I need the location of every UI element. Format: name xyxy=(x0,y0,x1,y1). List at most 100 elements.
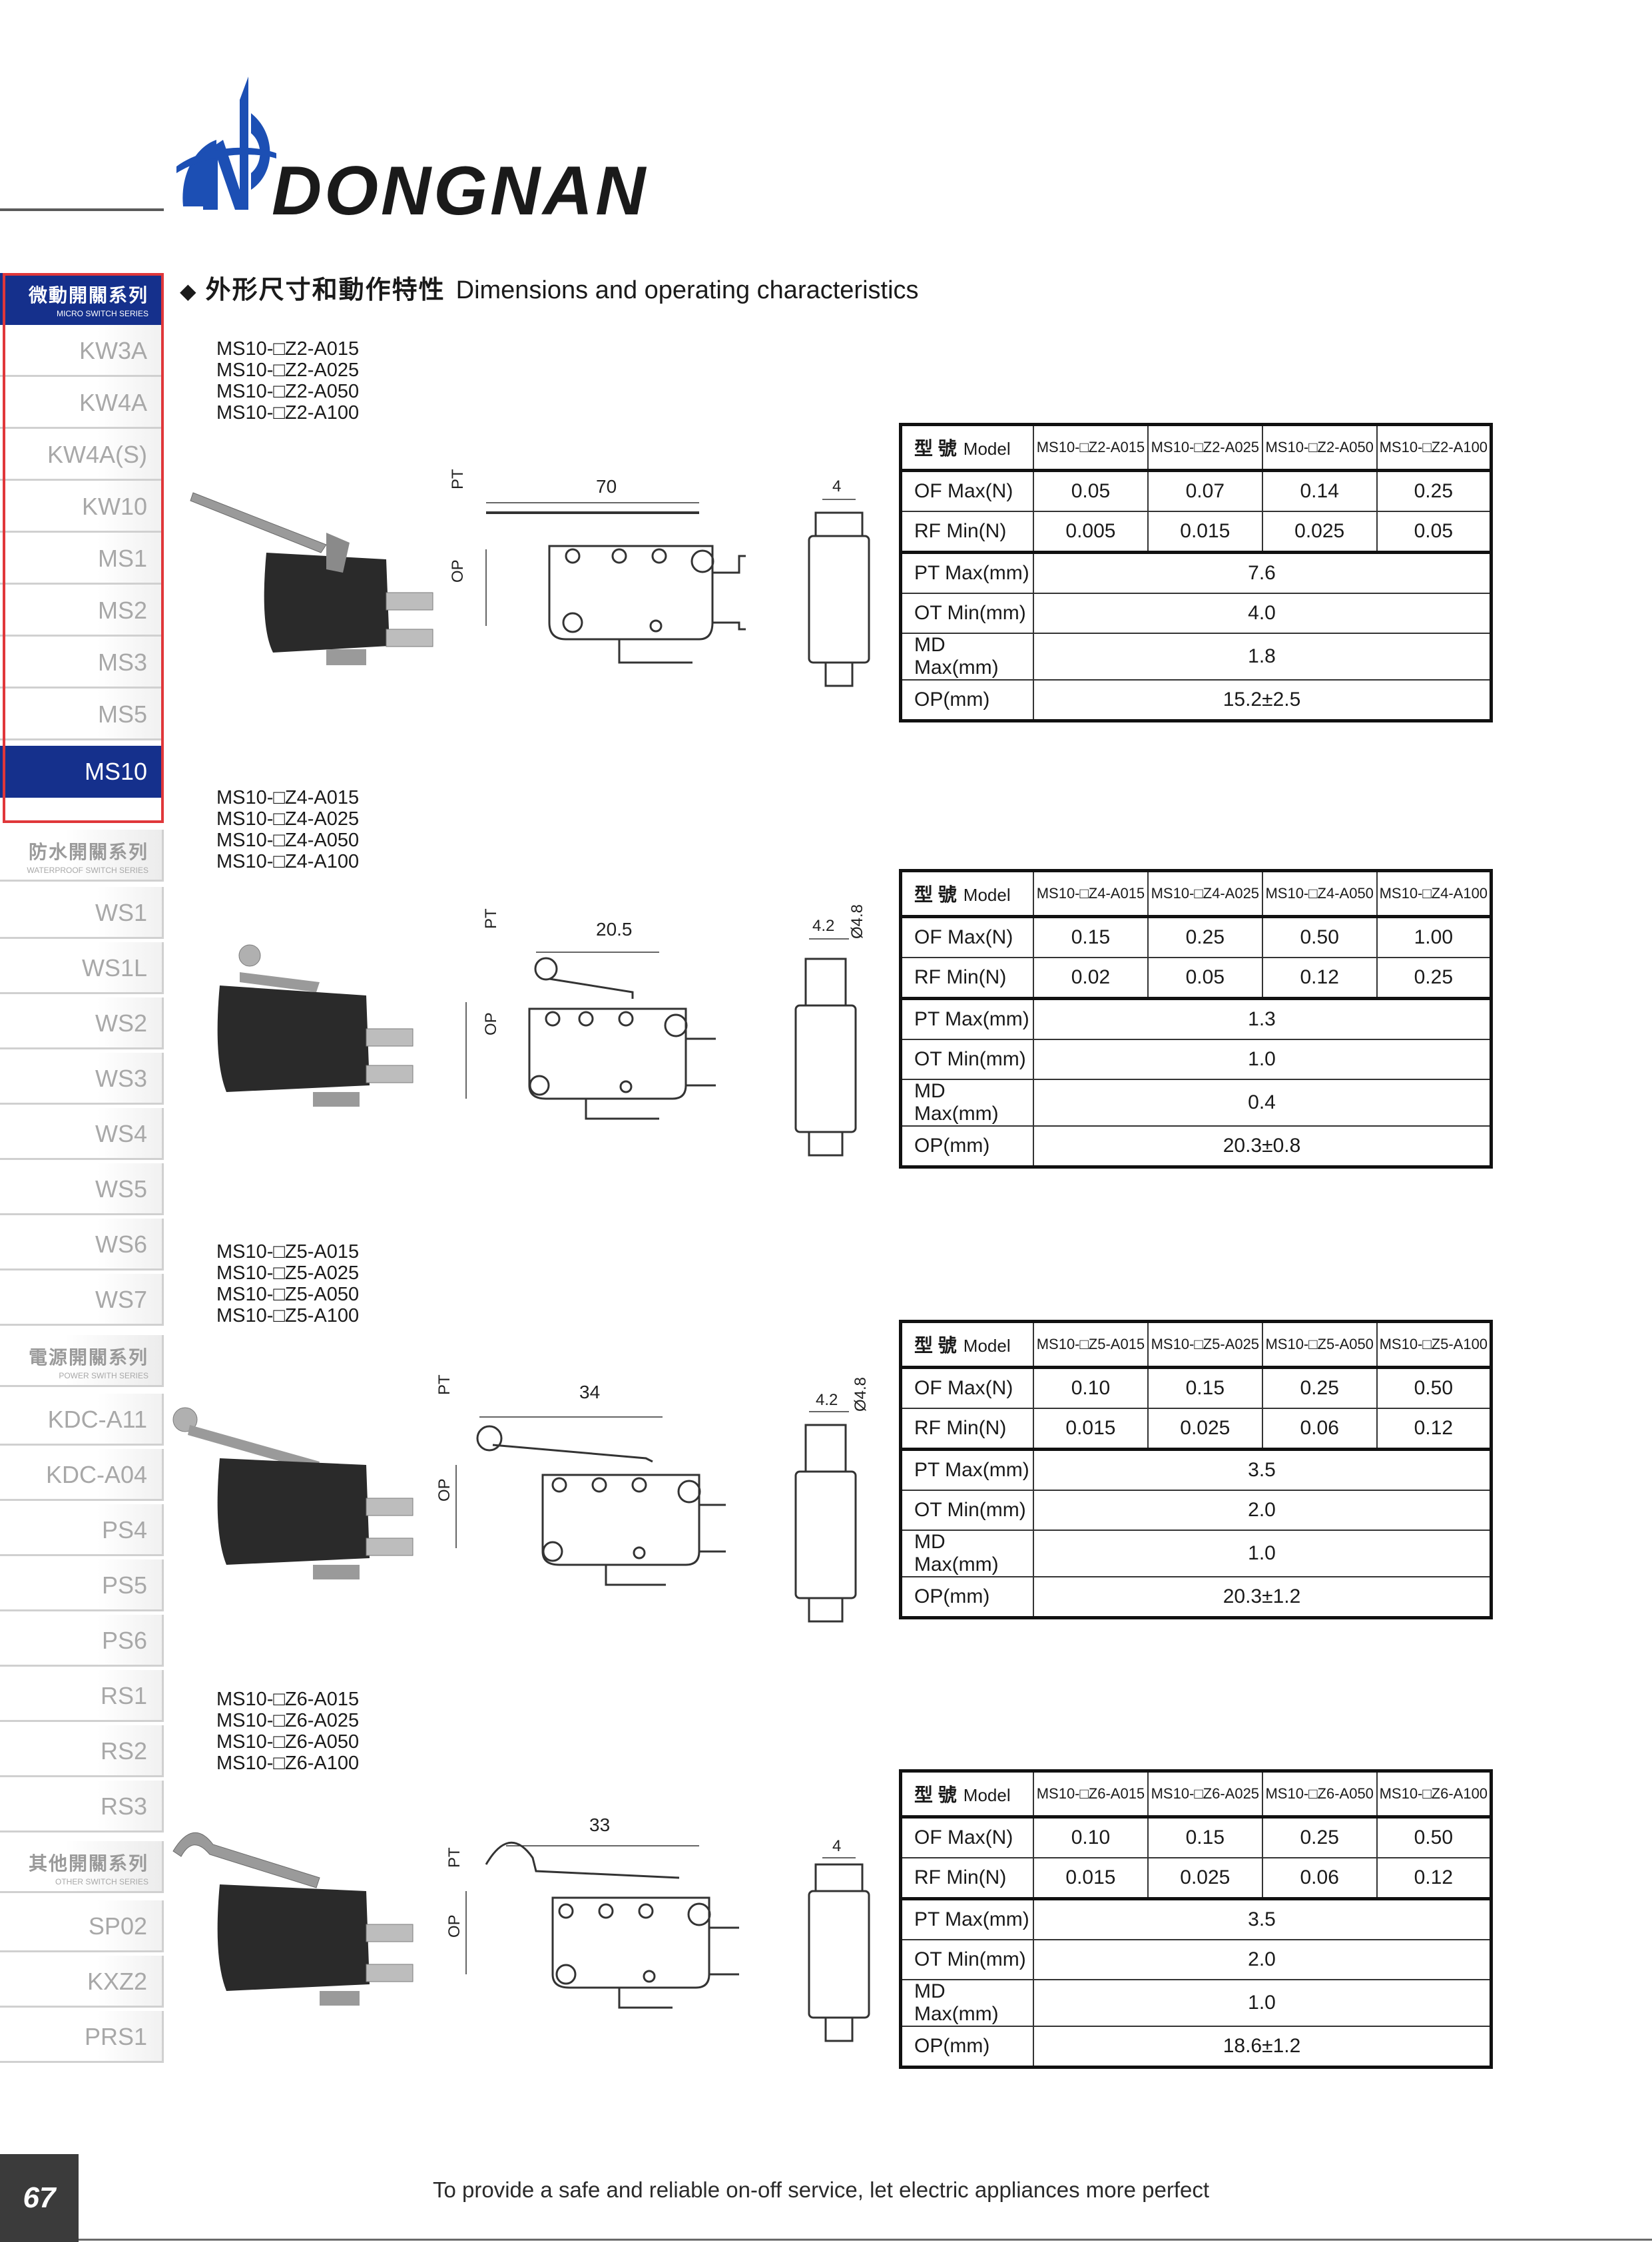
pt-value: 1.3 xyxy=(1033,997,1492,1040)
model-list: MS10-□Z2-A015 MS10-□Z2-A025 MS10-□Z2-A05… xyxy=(216,338,359,423)
dongnan-logo-icon xyxy=(176,77,276,210)
sidebar-item-sp02[interactable]: SP02 xyxy=(0,1900,164,1952)
dim-length-label: 34 xyxy=(579,1382,600,1402)
sidebar-heading-waterproof-cn: 防水開關系列 xyxy=(28,842,148,862)
op-value: 15.2±2.5 xyxy=(1033,679,1492,722)
sidebar-item-rs1[interactable]: RS1 xyxy=(0,1670,164,1722)
product-photo-short-roller xyxy=(217,944,413,1107)
switch-drawing-roller-lever: 34 PT OP 4.2 Ø4.8 xyxy=(172,1374,870,1623)
row-label-of: OF Max(N) xyxy=(900,1366,1034,1409)
sidebar-item-ms2[interactable]: MS2 xyxy=(0,585,164,637)
dim-op-label: OP xyxy=(435,1478,453,1502)
sidebar-item-ps6[interactable]: PS6 xyxy=(0,1615,164,1667)
sidebar-item-ms3[interactable]: MS3 xyxy=(0,637,164,689)
sidebar-item-ws4[interactable]: WS4 xyxy=(0,1108,164,1160)
dim-pt-label: PT xyxy=(435,1374,453,1395)
sidebar-item-kdc-a11[interactable]: KDC-A11 xyxy=(0,1394,164,1446)
pt-value: 7.6 xyxy=(1033,551,1492,594)
sidebar-heading-micro: 微動開關系列 MICRO SWITCH SERIES xyxy=(0,273,164,325)
model-code: MS10-□Z6-A025 xyxy=(216,1710,360,1731)
model-list: MS10-□Z4-A015 MS10-□Z4-A025 MS10-□Z4-A05… xyxy=(216,787,359,872)
sidebar-item-kxz2[interactable]: KXZ2 xyxy=(0,1956,164,2008)
sidebar-item-ws6[interactable]: WS6 xyxy=(0,1219,164,1270)
ot-value: 1.0 xyxy=(1033,1039,1492,1080)
of-value: 0.15 xyxy=(1147,1366,1263,1409)
model-cell: MS10-□Z6-A015 xyxy=(1033,1770,1149,1818)
sidebar-item-ps4[interactable]: PS4 xyxy=(0,1504,164,1556)
sidebar-item-rs3[interactable]: RS3 xyxy=(0,1781,164,1832)
sidebar-item-rs2[interactable]: RS2 xyxy=(0,1725,164,1777)
sidebar-heading-other: 其他開關系列 OTHER SWITCH SERIES xyxy=(0,1841,164,1893)
of-value: 0.15 xyxy=(1033,915,1149,958)
switch-drawing-long-lever: 70 PT OP 4 xyxy=(190,469,870,687)
op-value: 18.6±1.2 xyxy=(1033,2026,1492,2068)
sidebar-item-ws1[interactable]: WS1 xyxy=(0,887,164,939)
front-view-drawing xyxy=(808,1857,870,2042)
row-label-md: MD Max(mm) xyxy=(900,633,1034,681)
model-code: MS10-□Z5-A100 xyxy=(216,1305,360,1326)
dim-diameter-label: Ø4.8 xyxy=(848,904,866,939)
model-list: MS10-□Z5-A015 MS10-□Z5-A025 MS10-□Z5-A05… xyxy=(216,1241,359,1326)
rf-value: 0.02 xyxy=(1033,957,1149,999)
sidebar-item-ws1l[interactable]: WS1L xyxy=(0,942,164,994)
pt-value: 3.5 xyxy=(1033,1897,1492,1940)
model-code: MS10-□Z5-A025 xyxy=(216,1262,360,1284)
sidebar-item-ms10[interactable]: MS10 xyxy=(0,746,164,798)
rf-value: 0.005 xyxy=(1033,511,1149,553)
product-photo-long-lever xyxy=(190,492,433,665)
model-cell: MS10-□Z4-A050 xyxy=(1261,870,1378,918)
row-label-of: OF Max(N) xyxy=(900,1815,1034,1858)
sidebar-item-ps5[interactable]: PS5 xyxy=(0,1559,164,1611)
row-label-ot: OT Min(mm) xyxy=(900,1039,1034,1080)
sidebar-item-kw3a[interactable]: KW3A xyxy=(0,325,164,377)
sidebar-item-prs1[interactable]: PRS1 xyxy=(0,2011,164,2063)
model-cell: MS10-□Z4-A100 xyxy=(1376,870,1492,918)
sidebar-item-kdc-a04[interactable]: KDC-A04 xyxy=(0,1449,164,1501)
model-cell: MS10-□Z2-A025 xyxy=(1147,423,1263,471)
dim-width-label: 4.2 xyxy=(816,1391,838,1409)
sidebar-item-ws7[interactable]: WS7 xyxy=(0,1274,164,1326)
front-view-drawing xyxy=(794,938,857,1157)
of-value: 0.25 xyxy=(1376,469,1492,512)
row-label-md: MD Max(mm) xyxy=(900,1530,1034,1577)
of-value: 0.10 xyxy=(1033,1366,1149,1409)
ot-value: 2.0 xyxy=(1033,1939,1492,1980)
sidebar-item-ws5[interactable]: WS5 xyxy=(0,1163,164,1215)
sidebar-heading-waterproof-en: WATERPROOF SWITCH SERIES xyxy=(27,866,148,875)
sidebar-item-ms5[interactable]: MS5 xyxy=(0,689,164,740)
brand-name: DONGNAN xyxy=(272,152,649,230)
row-label-rf: RF Min(N) xyxy=(900,1857,1034,1900)
row-label-ot: OT Min(mm) xyxy=(900,593,1034,634)
row-label-op: OP(mm) xyxy=(900,1125,1034,1168)
section-title-cn: 外形尺寸和動作特性 xyxy=(205,276,445,304)
op-value: 20.3±0.8 xyxy=(1033,1125,1492,1168)
rf-value: 0.06 xyxy=(1261,1857,1378,1900)
rf-value: 0.025 xyxy=(1147,1857,1263,1900)
row-label-of: OF Max(N) xyxy=(900,469,1034,512)
sidebar-heading-power: 電源開關系列 POWER SWITH SERIES xyxy=(0,1335,164,1387)
dim-width-label: 4 xyxy=(832,1837,841,1855)
sidebar-item-kw10[interactable]: KW10 xyxy=(0,481,164,533)
rf-value: 0.025 xyxy=(1261,511,1378,553)
sidebar-item-kw4a-s[interactable]: KW4A(S) xyxy=(0,429,164,481)
side-view-drawing xyxy=(465,952,716,1120)
model-cell: MS10-□Z5-A050 xyxy=(1261,1320,1378,1368)
model-code: MS10-□Z4-A015 xyxy=(216,787,360,808)
dim-pt-label: PT xyxy=(482,908,500,929)
row-label-pt: PT Max(mm) xyxy=(900,1448,1034,1491)
sidebar-heading-micro-en: MICRO SWITCH SERIES xyxy=(56,309,148,318)
sidebar-item-kw4a[interactable]: KW4A xyxy=(0,377,164,429)
dim-width-label: 4.2 xyxy=(812,917,834,935)
model-code: MS10-□Z6-A015 xyxy=(216,1689,360,1710)
model-list: MS10-□Z6-A015 MS10-□Z6-A025 MS10-□Z6-A05… xyxy=(216,1689,359,1774)
front-view-drawing xyxy=(794,1411,857,1623)
sidebar-item-ws2[interactable]: WS2 xyxy=(0,997,164,1049)
product-photo-hinge-lever xyxy=(172,1832,413,2006)
sidebar-item-ms1[interactable]: MS1 xyxy=(0,533,164,585)
sidebar-item-ws3[interactable]: WS3 xyxy=(0,1053,164,1105)
header-divider xyxy=(0,208,164,211)
